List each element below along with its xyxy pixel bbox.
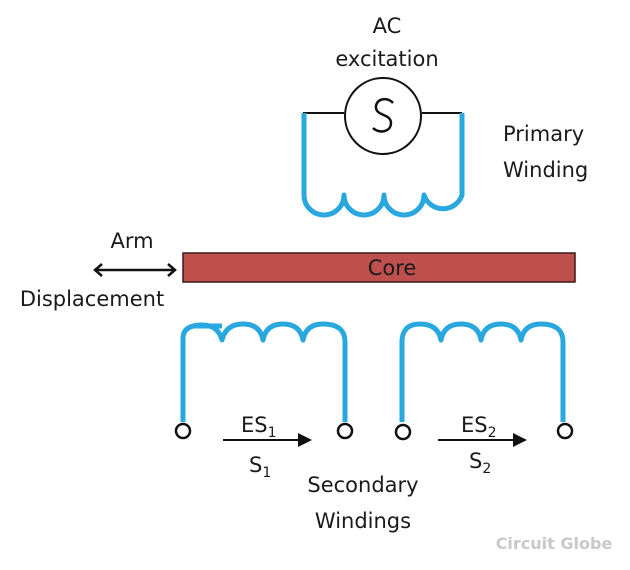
terminal-2 <box>336 422 354 440</box>
secondary-label-line1: Secondary <box>307 473 418 497</box>
primary-label-line1: Primary <box>503 122 584 146</box>
primary-winding <box>301 113 465 218</box>
terminal-3 <box>394 423 412 441</box>
ac-label-line1: AC <box>373 14 402 38</box>
secondary-winding-2 <box>399 321 566 422</box>
core-label: Core <box>368 256 417 280</box>
es2-label: ES2 <box>461 413 497 441</box>
secondary-winding-1 <box>180 321 348 422</box>
core-bar <box>182 252 576 283</box>
watermark: Circuit Globe <box>496 534 613 553</box>
es1-label: ES1 <box>241 413 277 441</box>
terminal-1 <box>174 422 192 440</box>
ac-label-line2: excitation <box>335 47 438 71</box>
terminal-4 <box>556 422 574 440</box>
sine-symbol-icon <box>372 97 394 133</box>
arm-label-line2: Displacement <box>20 287 164 311</box>
es2-arrow-icon <box>513 433 527 447</box>
primary-label-line2: Winding <box>503 158 588 182</box>
s1-label: S1 <box>249 453 271 481</box>
secondary-label-line2: Windings <box>315 509 411 533</box>
es1-arrow-icon <box>298 433 312 447</box>
arm-label-line1: Arm <box>110 229 153 253</box>
double-arrow-icon <box>93 263 177 277</box>
s2-label: S2 <box>469 449 491 477</box>
